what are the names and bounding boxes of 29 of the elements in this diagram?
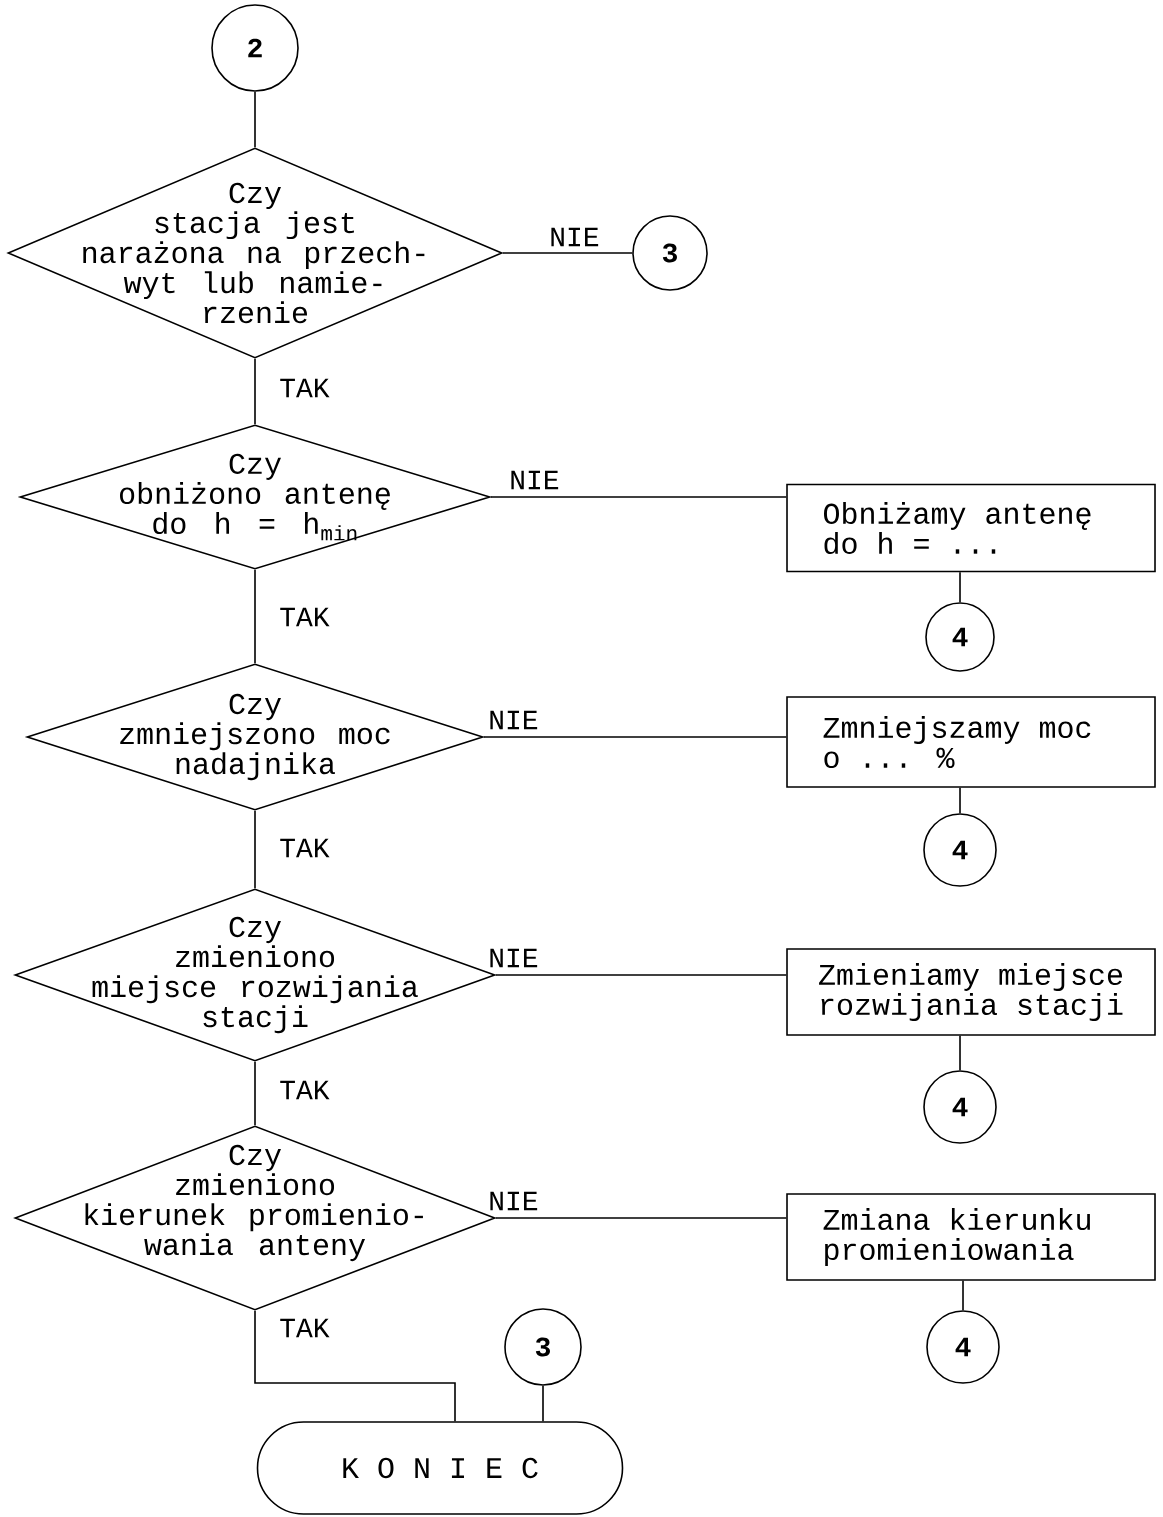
connector-line — [959, 1035, 961, 1071]
connector-line — [962, 1280, 964, 1311]
connector-line — [502, 252, 633, 254]
process-box: Zmieniamy miejsce rozwijania stacji — [786, 948, 1156, 1036]
edge-label: NIE — [487, 709, 540, 731]
connector-line — [495, 1217, 787, 1219]
connector-line — [254, 1310, 456, 1422]
edge-label: NIE — [508, 469, 561, 491]
connector-line — [495, 974, 787, 976]
process-box: Obniżamy antenę do h = ... — [786, 483, 1156, 573]
connector-line — [254, 810, 256, 889]
connector-line — [483, 736, 787, 738]
edge-label: TAK — [278, 1079, 331, 1101]
connector-line — [254, 91, 256, 148]
edge-label: TAK — [278, 1317, 331, 1339]
edge-label: TAK — [278, 606, 331, 628]
connector-line — [254, 569, 256, 664]
edge-label: NIE — [548, 226, 601, 248]
connector-line — [959, 787, 961, 814]
connector-line — [490, 496, 787, 498]
connector-line — [542, 1385, 544, 1422]
terminal-box: K O N I E C — [256, 1421, 624, 1515]
edge-label: TAK — [278, 377, 331, 399]
connector-line — [254, 1061, 256, 1126]
process-box: Zmiana kierunku promieniowania — [786, 1193, 1156, 1281]
edge-label: TAK — [278, 837, 331, 859]
connector-line — [959, 571, 961, 603]
process-box: Zmniejszamy moc o ... % — [786, 696, 1156, 788]
connector-line — [254, 358, 256, 425]
